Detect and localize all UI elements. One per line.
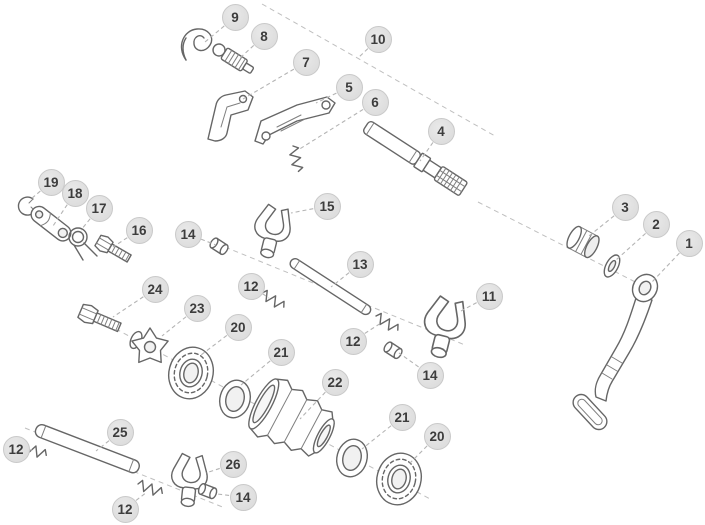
- leader-line: [239, 35, 265, 59]
- callout-20[interactable]: 20: [423, 422, 451, 450]
- callout-1[interactable]: 1: [675, 229, 703, 257]
- callout-20[interactable]: 20: [224, 313, 252, 341]
- callout-19[interactable]: 19: [37, 168, 65, 196]
- callout-13[interactable]: 13: [346, 250, 374, 278]
- leader-line: [460, 295, 490, 312]
- leader-line: [216, 493, 244, 498]
- callout-4[interactable]: 4: [427, 117, 455, 145]
- leader-line: [419, 130, 442, 162]
- callout-12[interactable]: 12: [339, 327, 367, 355]
- leader-line: [242, 61, 307, 100]
- callout-25[interactable]: 25: [106, 418, 134, 446]
- callout-21[interactable]: 21: [267, 338, 295, 366]
- part-shift-pawl: [30, 205, 72, 242]
- callout-22[interactable]: 22: [321, 368, 349, 396]
- callout-14[interactable]: 14: [174, 220, 202, 248]
- callout-6[interactable]: 6: [361, 88, 389, 116]
- part-shift-lever: [572, 273, 659, 431]
- part-detent-star: [129, 327, 169, 364]
- part-washer-small: [603, 254, 621, 278]
- callout-5[interactable]: 5: [335, 73, 363, 101]
- part-pivot-bolt: [77, 303, 122, 333]
- part-gear-shift-shaft: [363, 120, 468, 196]
- callout-16[interactable]: 16: [125, 216, 153, 244]
- callout-18[interactable]: 18: [61, 179, 89, 207]
- callout-10[interactable]: 10: [364, 25, 392, 53]
- part-shift-shaft-lower: [34, 423, 140, 474]
- callout-15[interactable]: 15: [313, 192, 341, 220]
- leader-line: [357, 38, 379, 59]
- callout-11[interactable]: 11: [475, 282, 503, 310]
- callout-14[interactable]: 14: [416, 361, 444, 389]
- leader-line: [205, 463, 234, 474]
- leader-line: [398, 352, 431, 376]
- leader-line: [30, 181, 52, 200]
- callout-21[interactable]: 21: [388, 403, 416, 431]
- callout-12[interactable]: 12: [111, 495, 139, 523]
- leader-line: [290, 205, 328, 214]
- part-torsion-spring: [68, 227, 98, 261]
- leader-line: [80, 207, 100, 231]
- callout-17[interactable]: 17: [85, 194, 113, 222]
- leader-line: [330, 263, 361, 288]
- leader-line: [352, 322, 382, 342]
- part-shift-fork-shaft: [289, 258, 372, 316]
- callout-12[interactable]: 12: [2, 435, 30, 463]
- leader-line: [112, 229, 140, 248]
- leader-line: [315, 86, 350, 104]
- callout-9[interactable]: 9: [221, 3, 249, 31]
- leader-line: [124, 491, 148, 510]
- callout-2[interactable]: 2: [642, 210, 670, 238]
- leader-line: [297, 101, 376, 151]
- part-adjuster-bolt: [94, 234, 132, 263]
- part-plunger-pin: [212, 43, 255, 74]
- leader-line: [187, 233, 217, 246]
- callout-14[interactable]: 14: [229, 483, 257, 511]
- part-ratchet-plate: [254, 96, 336, 145]
- callout-24[interactable]: 24: [141, 275, 169, 303]
- leader-line: [95, 431, 121, 452]
- part-spring-clip: [180, 28, 213, 61]
- part-rubber-boot: [248, 378, 335, 457]
- callout-26[interactable]: 26: [219, 450, 247, 478]
- callout-23[interactable]: 23: [183, 294, 211, 322]
- callout-12[interactable]: 12: [237, 272, 265, 300]
- callout-3[interactable]: 3: [611, 193, 639, 221]
- callout-7[interactable]: 7: [292, 48, 320, 76]
- callout-8[interactable]: 8: [250, 22, 278, 50]
